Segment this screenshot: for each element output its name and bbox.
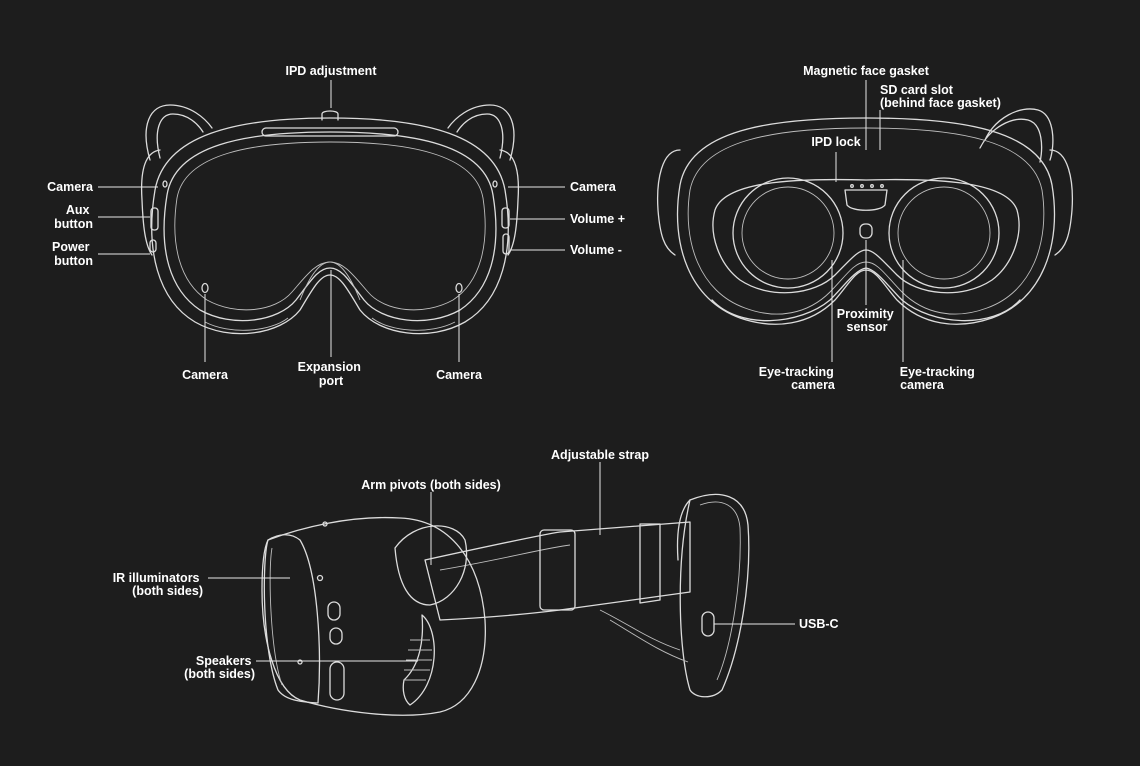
rear-view: Magnetic face gasket SD card slot (behin…	[658, 64, 1073, 392]
label-proximity-sensor: Proximity sensor	[837, 307, 897, 334]
label-camera-left: Camera	[47, 180, 94, 194]
label-speakers: Speakers (both sides)	[184, 654, 255, 681]
front-view: IPD adjustment Camera Aux button Power b…	[47, 64, 625, 388]
label-magnetic-face-gasket: Magnetic face gasket	[803, 64, 930, 78]
label-ir-illuminators: IR illuminators (both sides)	[113, 571, 203, 598]
side-view: Adjustable strap Arm pivots (both sides)…	[113, 448, 839, 715]
label-sd-card-slot: SD card slot (behind face gasket)	[880, 83, 1001, 110]
label-usb-c: USB-C	[799, 617, 839, 631]
label-volume-down: Volume -	[570, 243, 622, 257]
label-arm-pivots: Arm pivots (both sides)	[361, 478, 501, 492]
label-ipd-lock: IPD lock	[811, 135, 860, 149]
label-ipd-adjustment: IPD adjustment	[286, 64, 378, 78]
label-expansion-port: Expansion port	[298, 360, 365, 388]
label-volume-up: Volume +	[570, 212, 625, 226]
label-camera-right: Camera	[570, 180, 617, 194]
label-eye-tracking-right: Eye-tracking camera	[900, 365, 979, 392]
label-eye-tracking-left: Eye-tracking camera	[759, 365, 838, 392]
label-power-button: Power button	[52, 240, 93, 268]
label-camera-bottom-left: Camera	[182, 368, 229, 382]
label-adjustable-strap: Adjustable strap	[551, 448, 649, 462]
label-camera-bottom-right: Camera	[436, 368, 483, 382]
label-aux-button: Aux button	[54, 203, 93, 231]
